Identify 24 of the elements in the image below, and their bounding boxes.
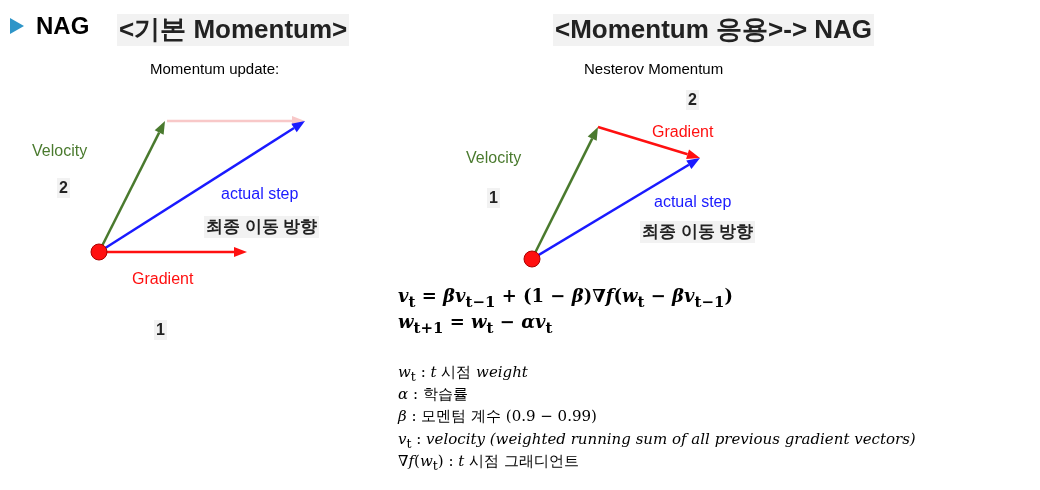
definition: α : 학습률 xyxy=(398,386,468,404)
diagram-caption: Nesterov Momentum xyxy=(584,60,724,78)
annotation: 최종 이동 방향 xyxy=(640,221,756,243)
diagram-caption: Momentum update: xyxy=(150,60,280,78)
formula: w$_{t+1}$ = w$_{t}$ − αv$_{t}$ xyxy=(398,312,553,337)
step-number: 2 xyxy=(686,90,699,111)
panel-heading: <Momentum 응용>-> NAG xyxy=(553,14,875,46)
definition: ∇f(w$_{t}$) : t 시점 그래디언트 xyxy=(398,453,579,474)
definition: β : 모멘텀 계수 (0.9 − 0.99) xyxy=(398,408,597,426)
panel-heading: <기본 Momentum> xyxy=(117,14,350,46)
formula: v$_{t}$ = βv$_{t−1}$ + (1 − β)∇f(w$_{t}$ − βv$_{t−1}$) xyxy=(398,286,733,311)
vector-label: Gradient xyxy=(652,123,714,142)
step-number: 2 xyxy=(57,178,70,199)
annotation: 최종 이동 방향 xyxy=(204,216,320,238)
vector-label: actual step xyxy=(654,193,732,212)
vector-label: Gradient xyxy=(132,270,194,289)
definition: w$_{t}$ : t 시점 weight xyxy=(398,364,528,385)
step-number: 1 xyxy=(154,320,167,341)
section-title: NAG xyxy=(36,12,90,40)
definition: v$_{t}$ : velocity (weighted running sum of all previous gradient vectors) xyxy=(398,431,916,452)
vector-label: Velocity xyxy=(466,149,522,168)
step-number: 1 xyxy=(487,188,500,209)
vector-label: actual step xyxy=(221,185,299,204)
vector-label: Velocity xyxy=(32,142,88,161)
